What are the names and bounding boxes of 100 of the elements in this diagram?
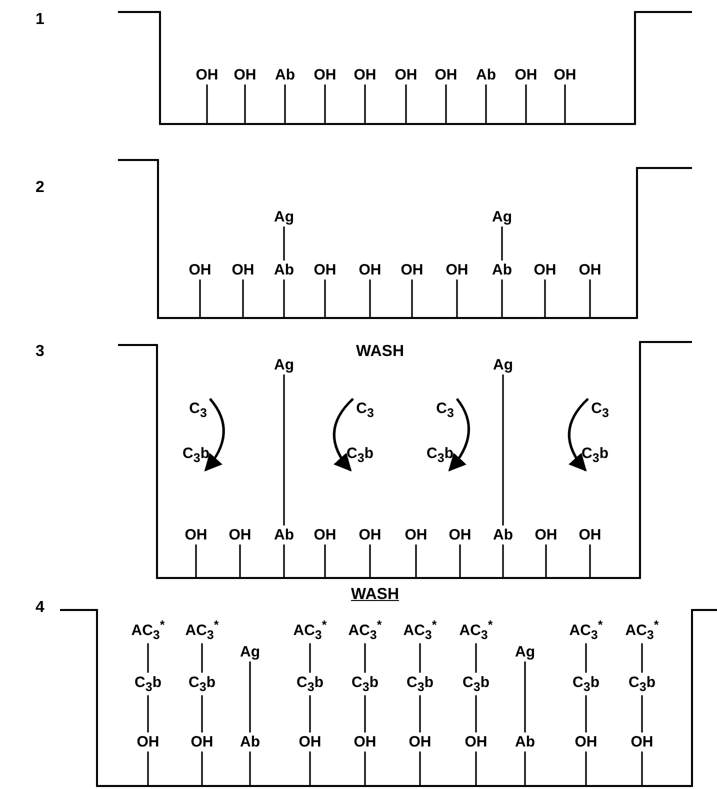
curved-arrow (448, 398, 470, 472)
molecule-label: C$_{3}$ (436, 400, 454, 420)
molecule-label: OH (196, 68, 218, 82)
connector-line (249, 662, 251, 732)
connector-line (475, 752, 477, 786)
molecule-label: OH (228, 528, 252, 542)
curved-arrow (568, 398, 589, 472)
molecule-label: Ab (274, 528, 294, 542)
molecule-label: OH (298, 734, 322, 750)
connector-line (475, 643, 477, 673)
molecule-label: C$_{3}$b (426, 446, 454, 464)
molecule-label: Ab (275, 68, 295, 82)
connector-line (589, 280, 591, 318)
molecule-label: OH (534, 262, 556, 278)
molecule-label: C$_{3}$b (188, 674, 216, 694)
connector-line (445, 84, 447, 124)
connector-line (564, 84, 566, 124)
connector-line (324, 84, 326, 124)
connector-line (199, 280, 201, 318)
molecule-label: OH (314, 528, 336, 542)
molecule-label: C$_{3}$ (591, 400, 609, 420)
molecule-label: OH (136, 734, 160, 750)
molecule-label: OH (578, 528, 602, 542)
step-number: 3 (36, 344, 44, 360)
molecule-label: OH (314, 68, 336, 82)
molecule-label: Ag (515, 644, 535, 660)
molecule-label: OH (358, 262, 382, 278)
molecule-label: C$_{3}$b (462, 674, 490, 694)
molecule-label: OH (354, 68, 376, 82)
connector-line (524, 752, 526, 786)
step-number: 4 (36, 600, 44, 616)
connector-line (147, 752, 149, 786)
connector-line (419, 643, 421, 673)
connector-line (195, 544, 197, 578)
wash-label: WASH (351, 587, 399, 603)
molecule-label: OH (534, 528, 558, 542)
molecule-label: C$_{3}$b (582, 446, 608, 464)
connector-line (419, 695, 421, 732)
connector-line (283, 226, 285, 260)
molecule-label: C$_{3}$ (189, 400, 207, 420)
molecule-label: Ab (515, 734, 535, 750)
molecule-label: C$_{3}$b (182, 446, 210, 464)
connector-line (364, 695, 366, 732)
molecule-label: C$_{3}$b (628, 674, 656, 694)
molecule-label: C$_{3}$b (572, 674, 600, 694)
molecule-label: OH (514, 68, 538, 82)
connector-line (283, 544, 285, 578)
connector-line (585, 695, 587, 732)
molecule-label: Ab (274, 262, 294, 278)
curved-arrow (332, 398, 354, 472)
molecule-label: OH (448, 528, 472, 542)
connector-line (309, 752, 311, 786)
molecule-label: C$_{3}$b (346, 446, 374, 464)
molecule-label: OH (354, 734, 376, 750)
connector-line (641, 752, 643, 786)
connector-line (411, 280, 413, 318)
molecule-label: OH (404, 528, 428, 542)
molecule-label: Ag (492, 210, 512, 224)
molecule-label: OH (578, 262, 602, 278)
connector-line (244, 84, 246, 124)
molecule-label: OH (434, 68, 458, 82)
molecule-label: C$_{3}$ (356, 400, 374, 420)
connector-line (201, 695, 203, 732)
connector-line (239, 544, 241, 578)
molecule-label: C$_{3}$b (134, 674, 162, 694)
connector-line (589, 544, 591, 578)
connector-line (485, 84, 487, 124)
connector-line (206, 84, 208, 124)
connector-line (201, 752, 203, 786)
connector-line (364, 84, 366, 124)
wash-label: WASH (356, 344, 404, 360)
molecule-label: OH (400, 262, 424, 278)
connector-line (501, 226, 503, 260)
connector-line (501, 280, 503, 318)
connector-line (641, 695, 643, 732)
connector-line (364, 752, 366, 786)
connector-line (545, 544, 547, 578)
connector-line (283, 374, 285, 526)
molecule-label: Ab (476, 68, 496, 82)
step-number: 1 (36, 12, 44, 28)
molecule-label: OH (234, 68, 256, 82)
connector-line (525, 84, 527, 124)
connector-line (147, 643, 149, 673)
connector-line (242, 280, 244, 318)
molecule-label: Ab (240, 734, 260, 750)
molecule-label: Ab (493, 528, 513, 542)
connector-line (415, 544, 417, 578)
connector-line (369, 544, 371, 578)
molecule-label: OH (184, 528, 208, 542)
molecule-label: C$_{3}$b (352, 674, 378, 694)
molecule-label: Ag (274, 210, 294, 224)
connector-line (544, 280, 546, 318)
connector-line (641, 643, 643, 673)
step-number: 2 (36, 180, 44, 196)
molecule-label: Ab (492, 262, 512, 278)
connector-line (364, 643, 366, 673)
connector-line (249, 752, 251, 786)
connector-line (502, 374, 504, 526)
curved-arrow (204, 398, 225, 472)
connector-line (475, 695, 477, 732)
